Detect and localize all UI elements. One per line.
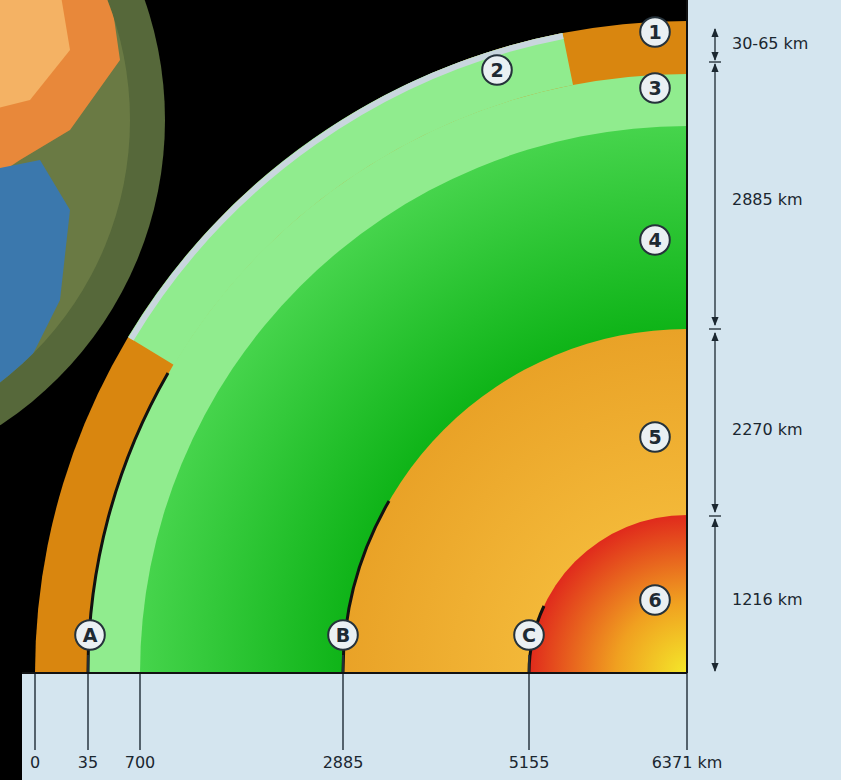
callout-number: A <box>83 624 98 646</box>
callout-circle: A <box>74 619 106 651</box>
callout-number: 6 <box>648 589 661 611</box>
callout-number: 1 <box>648 21 661 43</box>
circle-shape <box>640 585 670 615</box>
dimension-arrows <box>709 29 721 671</box>
callout-number: 2 <box>490 59 503 81</box>
circle-shape <box>640 225 670 255</box>
callout-circle: 5 <box>639 421 671 453</box>
depth-value: 35 <box>78 754 98 772</box>
depth-value: 700 <box>125 754 156 772</box>
layer-thickness: 1216 km <box>732 591 803 609</box>
callout-circle: 6 <box>639 584 671 616</box>
circle-shape <box>75 620 105 650</box>
depth-value: 2885 <box>323 754 364 772</box>
layer-thickness: 30-65 km <box>732 35 808 53</box>
callout-number: 5 <box>648 426 661 448</box>
outer-core <box>343 329 687 673</box>
callout-circle: C <box>513 619 545 651</box>
axis-panel <box>22 673 841 780</box>
callout-number: B <box>336 624 350 646</box>
circle-shape <box>640 17 670 47</box>
crust <box>35 21 687 673</box>
callout-circle: 1 <box>639 16 671 48</box>
callout-circle: 2 <box>481 54 513 86</box>
circle-shape <box>482 55 512 85</box>
circle-shape <box>328 620 358 650</box>
upper-mantle <box>88 74 687 673</box>
depth-value: 6371 km <box>652 754 723 772</box>
inner-core <box>529 515 687 673</box>
callout-circle: 4 <box>639 224 671 256</box>
callout-number: 4 <box>648 229 661 251</box>
side-panel <box>687 0 841 673</box>
layer-thickness: 2885 km <box>732 191 803 209</box>
callout-number: C <box>522 624 536 646</box>
circle-shape <box>640 73 670 103</box>
depth-value: 0 <box>30 754 40 772</box>
lower-mantle <box>140 126 687 673</box>
depth-value: 5155 <box>509 754 550 772</box>
callout-circle: B <box>327 619 359 651</box>
layer-thickness: 2270 km <box>732 421 803 439</box>
circle-shape <box>514 620 544 650</box>
circle-shape <box>640 422 670 452</box>
callout-circle: 3 <box>639 72 671 104</box>
callout-number: 3 <box>648 77 661 99</box>
axis-ticks <box>22 0 687 750</box>
